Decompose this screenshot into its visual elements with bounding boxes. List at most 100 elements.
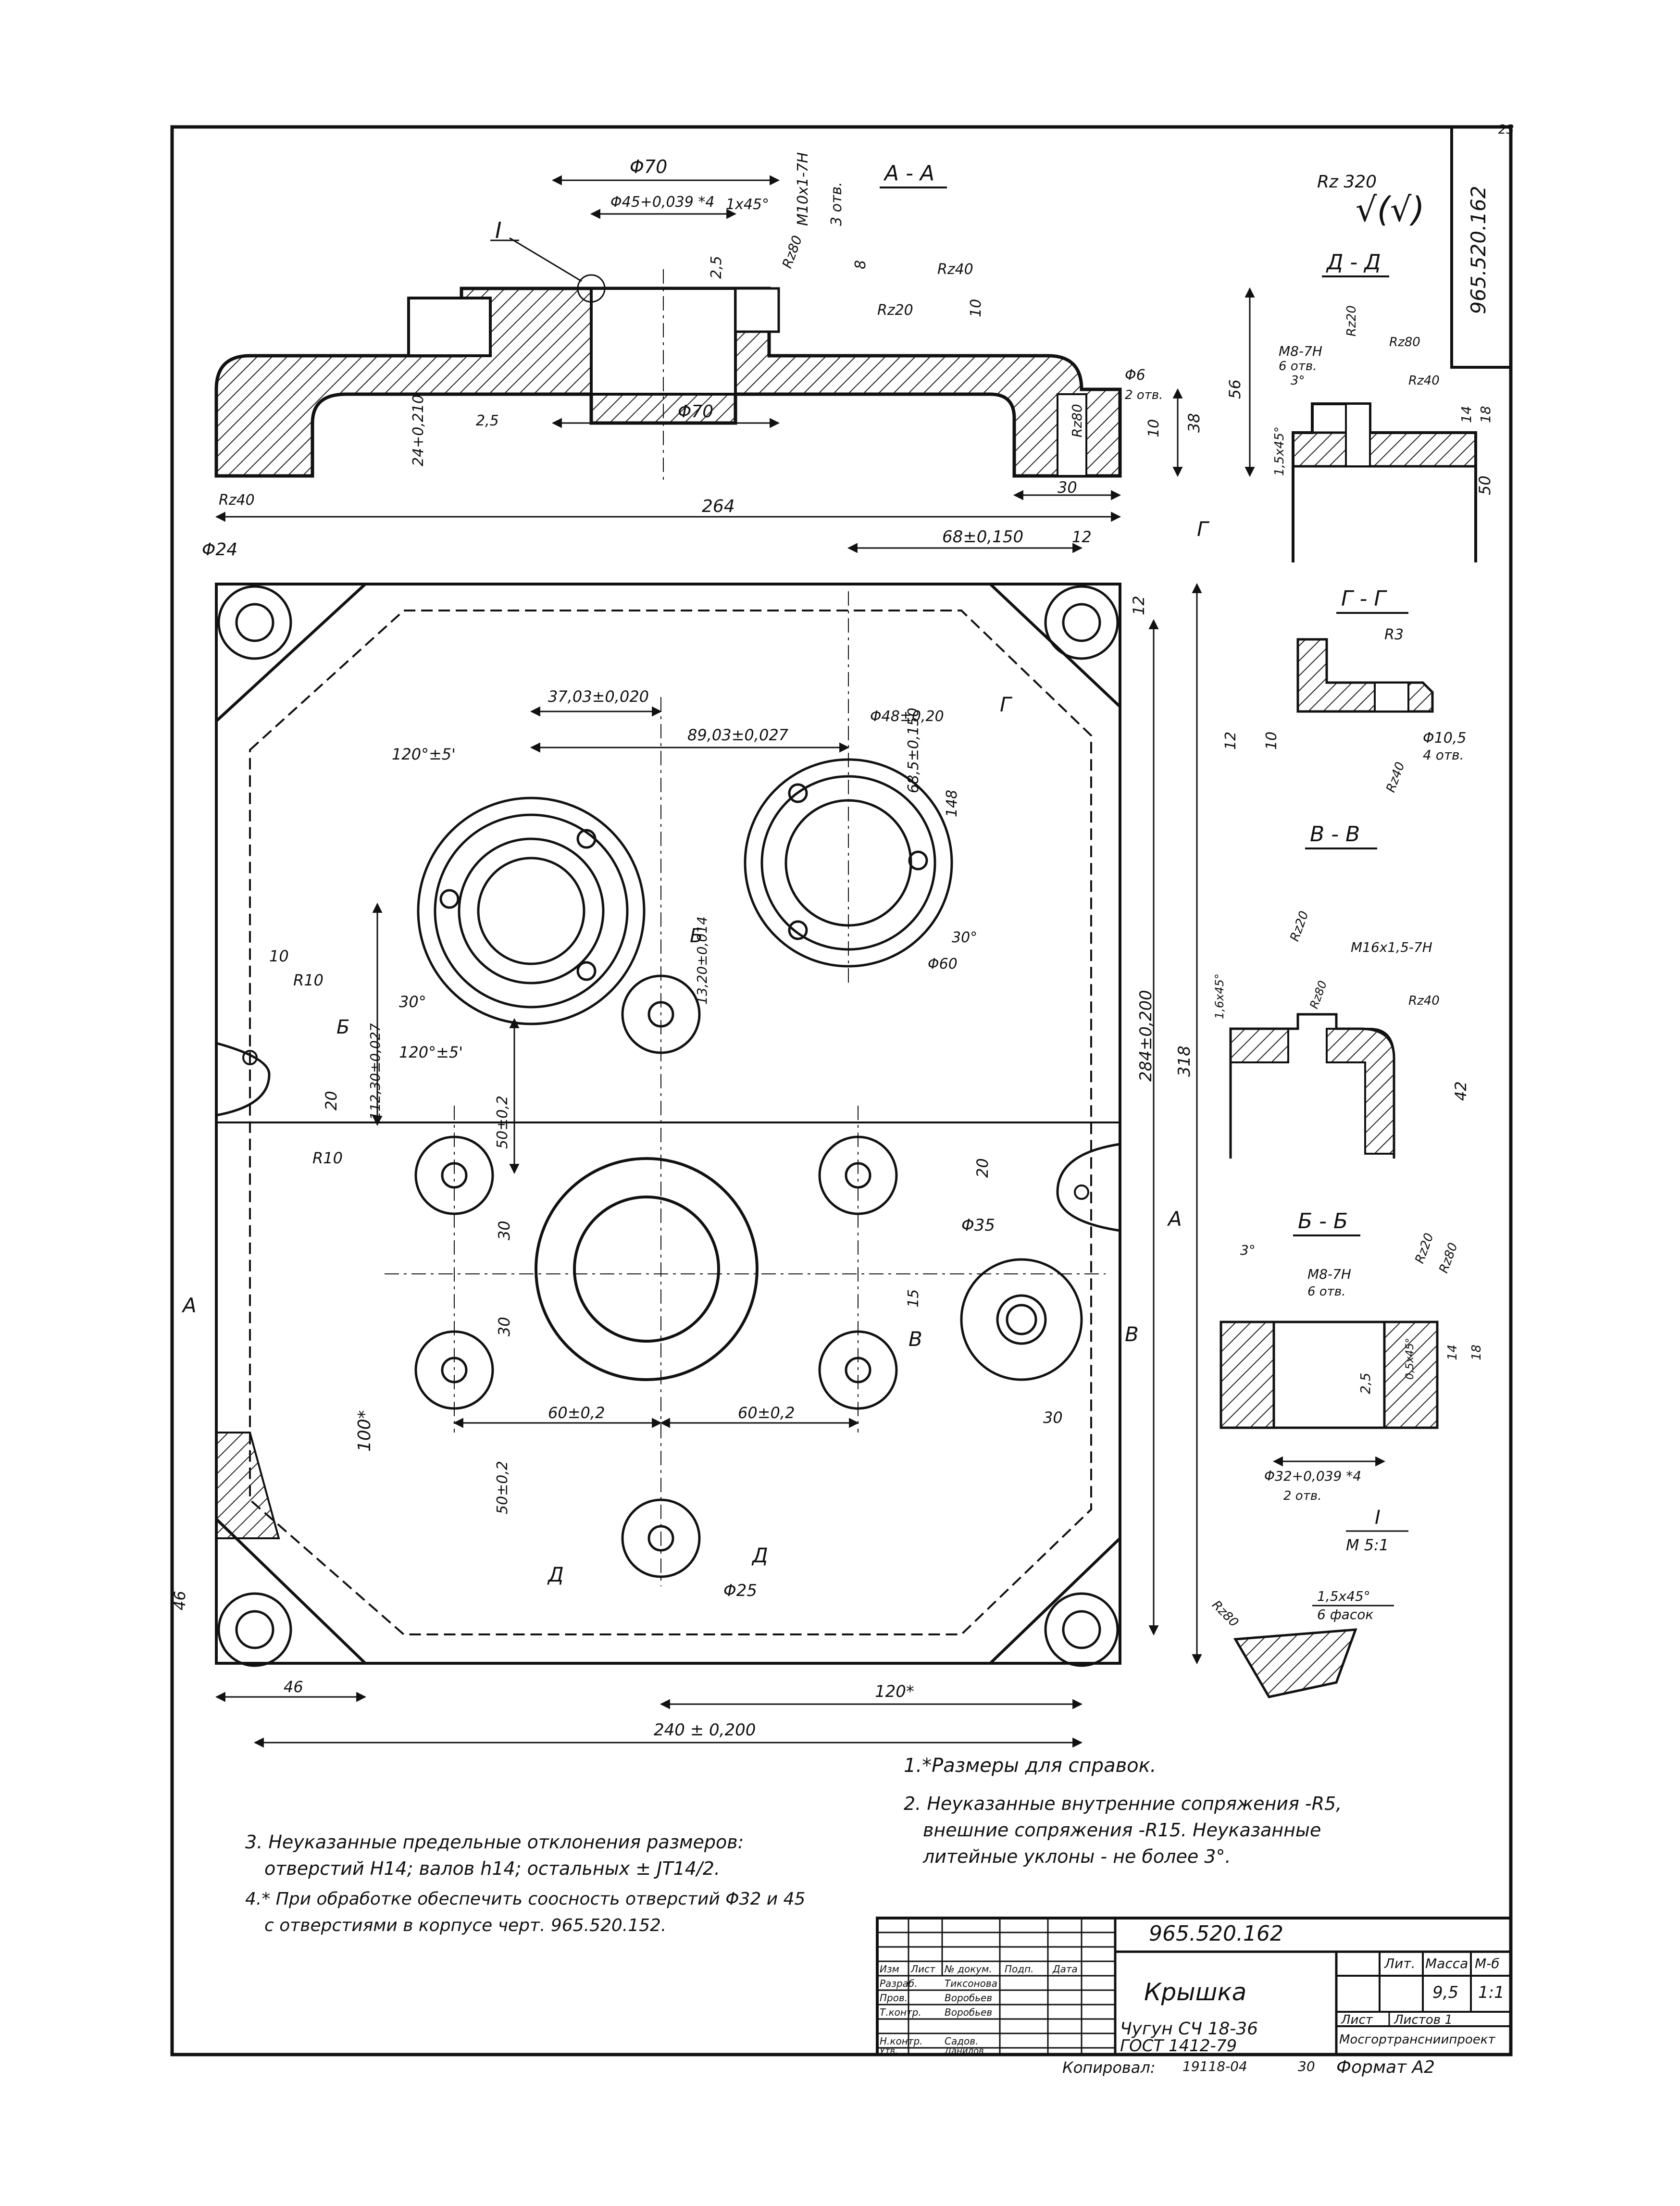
svg-text:1,5x45°: 1,5x45° xyxy=(1272,426,1287,476)
title-col-izm: Изм xyxy=(880,1963,899,1975)
svg-text:30: 30 xyxy=(1058,478,1077,497)
svg-text:Д: Д xyxy=(751,1544,768,1567)
svg-text:8: 8 xyxy=(852,260,869,269)
section-bb-label: Б - Б xyxy=(1298,1209,1348,1234)
title-sheets: Листов 1 xyxy=(1394,2013,1453,2027)
svg-text:Rz80: Rz80 xyxy=(1069,404,1085,437)
title-role-approve: Утв. xyxy=(880,2046,898,2056)
svg-text:R10: R10 xyxy=(312,1149,343,1167)
svg-text:30°: 30° xyxy=(399,993,426,1011)
svg-text:Б: Б xyxy=(336,1016,349,1038)
svg-text:46: 46 xyxy=(171,1591,189,1610)
svg-text:Rz40: Rz40 xyxy=(1383,760,1407,794)
svg-text:Rz40: Rz40 xyxy=(1408,994,1440,1008)
svg-text:42: 42 xyxy=(1452,1081,1470,1101)
sheet-format: Формат А2 xyxy=(1336,2057,1435,2077)
title-name-tcontrol: Воробьев xyxy=(945,2007,993,2018)
svg-text:18: 18 xyxy=(1478,406,1493,423)
svg-text:А: А xyxy=(1167,1207,1182,1231)
svg-text:Rz20: Rz20 xyxy=(877,302,913,319)
svg-text:30°: 30° xyxy=(952,929,977,946)
svg-text:68,5±0,150: 68,5±0,150 xyxy=(905,708,922,793)
title-col-date: Дата xyxy=(1053,1963,1078,1975)
svg-text:Д: Д xyxy=(547,1563,564,1586)
doc-code-vertical: 965.520.162 xyxy=(1467,186,1490,314)
svg-text:120°±5': 120°±5' xyxy=(399,1043,463,1061)
svg-text:Rz20: Rz20 xyxy=(1412,1231,1436,1265)
note-3-line2: отверстий H14; валов h14; остальных ± JT… xyxy=(264,1858,721,1879)
svg-text:13,20±0,014: 13,20±0,014 xyxy=(694,916,710,1005)
svg-text:Φ24: Φ24 xyxy=(202,540,237,560)
svg-text:240 ± 0,200: 240 ± 0,200 xyxy=(654,1720,756,1740)
svg-text:3°: 3° xyxy=(1291,374,1305,388)
svg-text:Φ35: Φ35 xyxy=(961,1216,995,1235)
title-sheet: Лист xyxy=(1341,2013,1373,2027)
copied-page: 30 xyxy=(1298,2058,1315,2074)
svg-text:Rz80: Rz80 xyxy=(1436,1241,1460,1275)
title-col-list: Лист xyxy=(911,1963,935,1975)
note-2-line2: внешние сопряжения -R15. Неуказанные xyxy=(923,1820,1321,1841)
svg-text:318: 318 xyxy=(1175,1046,1194,1077)
svg-text:2,5: 2,5 xyxy=(476,412,499,429)
svg-text:6 отв.: 6 отв. xyxy=(1279,359,1317,374)
title-role-ncontrol: Н.контр. xyxy=(880,2035,923,2047)
title-designation: 965.520.162 xyxy=(1149,1921,1283,1946)
section-gg-label: Г - Г xyxy=(1341,586,1387,611)
title-role-tcontrol: Т.контр. xyxy=(880,2007,921,2018)
svg-text:20: 20 xyxy=(973,1158,992,1178)
svg-text:Г: Г xyxy=(1197,517,1210,541)
svg-text:50: 50 xyxy=(1476,475,1494,495)
title-col-doc: № докум. xyxy=(945,1963,992,1975)
svg-text:30: 30 xyxy=(495,1317,513,1336)
svg-text:Φ10,5: Φ10,5 xyxy=(1423,730,1466,747)
svg-text:10: 10 xyxy=(1263,732,1280,750)
svg-text:M8-7H: M8-7H xyxy=(1307,1266,1351,1282)
title-material-line1: Чугун СЧ 18-36 xyxy=(1120,2019,1258,2039)
svg-text:56: 56 xyxy=(1226,379,1244,399)
svg-text:Φ25: Φ25 xyxy=(723,1581,757,1600)
svg-text:Rz80: Rz80 xyxy=(1209,1598,1241,1630)
svg-text:30: 30 xyxy=(495,1221,513,1240)
svg-text:Φ70: Φ70 xyxy=(678,402,713,422)
note-1: 1.*Размеры для справок. xyxy=(904,1755,1157,1777)
svg-text:6 фасок: 6 фасок xyxy=(1317,1607,1373,1622)
svg-text:24+0,210: 24+0,210 xyxy=(410,395,427,466)
svg-text:50±0,2: 50±0,2 xyxy=(494,1096,511,1149)
title-name-ncontrol: Садов. xyxy=(945,2035,979,2047)
title-name-dev: Тиксонова xyxy=(945,1978,997,1989)
small-bosses xyxy=(414,974,1083,1578)
svg-text:120°±5': 120°±5' xyxy=(392,745,456,763)
svg-text:Φ48±0,20: Φ48±0,20 xyxy=(870,708,944,725)
svg-text:6 отв.: 6 отв. xyxy=(1307,1284,1345,1299)
title-material-line2: ГОСТ 1412-79 xyxy=(1120,2036,1237,2056)
note-4-line1: 4.* При обработке обеспечить соосность о… xyxy=(245,1889,806,1909)
svg-text:10: 10 xyxy=(1145,419,1162,437)
svg-text:Φ70: Φ70 xyxy=(630,156,667,177)
note-2-line1: 2. Неуказанные внутренние сопряжения -R5… xyxy=(904,1793,1342,1814)
title-role-dev: Разраб. xyxy=(880,1978,918,1989)
note-4-line2: с отверстиями в корпусе черт. 965.520.15… xyxy=(264,1916,667,1935)
svg-text:М 5:1: М 5:1 xyxy=(1346,1536,1389,1554)
svg-text:112,30±0,027: 112,30±0,027 xyxy=(367,1023,383,1120)
svg-text:12: 12 xyxy=(1072,528,1092,546)
svg-text:50±0,2: 50±0,2 xyxy=(494,1461,511,1514)
svg-text:120*: 120* xyxy=(875,1682,914,1701)
title-scale-value: 1:1 xyxy=(1478,1983,1505,2002)
svg-text:2,5: 2,5 xyxy=(708,256,725,279)
section-dd-label: Д - Д xyxy=(1326,250,1381,274)
section-dd: Д - Д M8-7H 6 отв. 3° Rz20 Rz80 Rz40 1,5… xyxy=(1272,250,1494,562)
roughness-symbol: Rz 320 √(√) xyxy=(1317,172,1425,229)
detail-i: Rz80 1,5x45° 6 фасок xyxy=(1209,1588,1394,1698)
title-part-name: Крышка xyxy=(1144,1978,1247,2006)
svg-text:В: В xyxy=(1125,1322,1139,1346)
svg-text:15: 15 xyxy=(905,1289,922,1308)
svg-text:2 отв.: 2 отв. xyxy=(1125,388,1163,402)
svg-text:1,6x45°: 1,6x45° xyxy=(1213,973,1226,1019)
title-scale-header: М-б xyxy=(1475,1956,1500,1971)
svg-text:√(√): √(√) xyxy=(1356,190,1425,229)
svg-text:Б: Б xyxy=(690,925,703,947)
title-col-sign: Подп. xyxy=(1005,1963,1034,1975)
plan-view: Φ24 68±0,150 12 12 Г Г 37,03±0,020 89,03… xyxy=(171,517,1210,1748)
note-2-line3: литейные уклоны - не более 3°. xyxy=(923,1846,1231,1867)
